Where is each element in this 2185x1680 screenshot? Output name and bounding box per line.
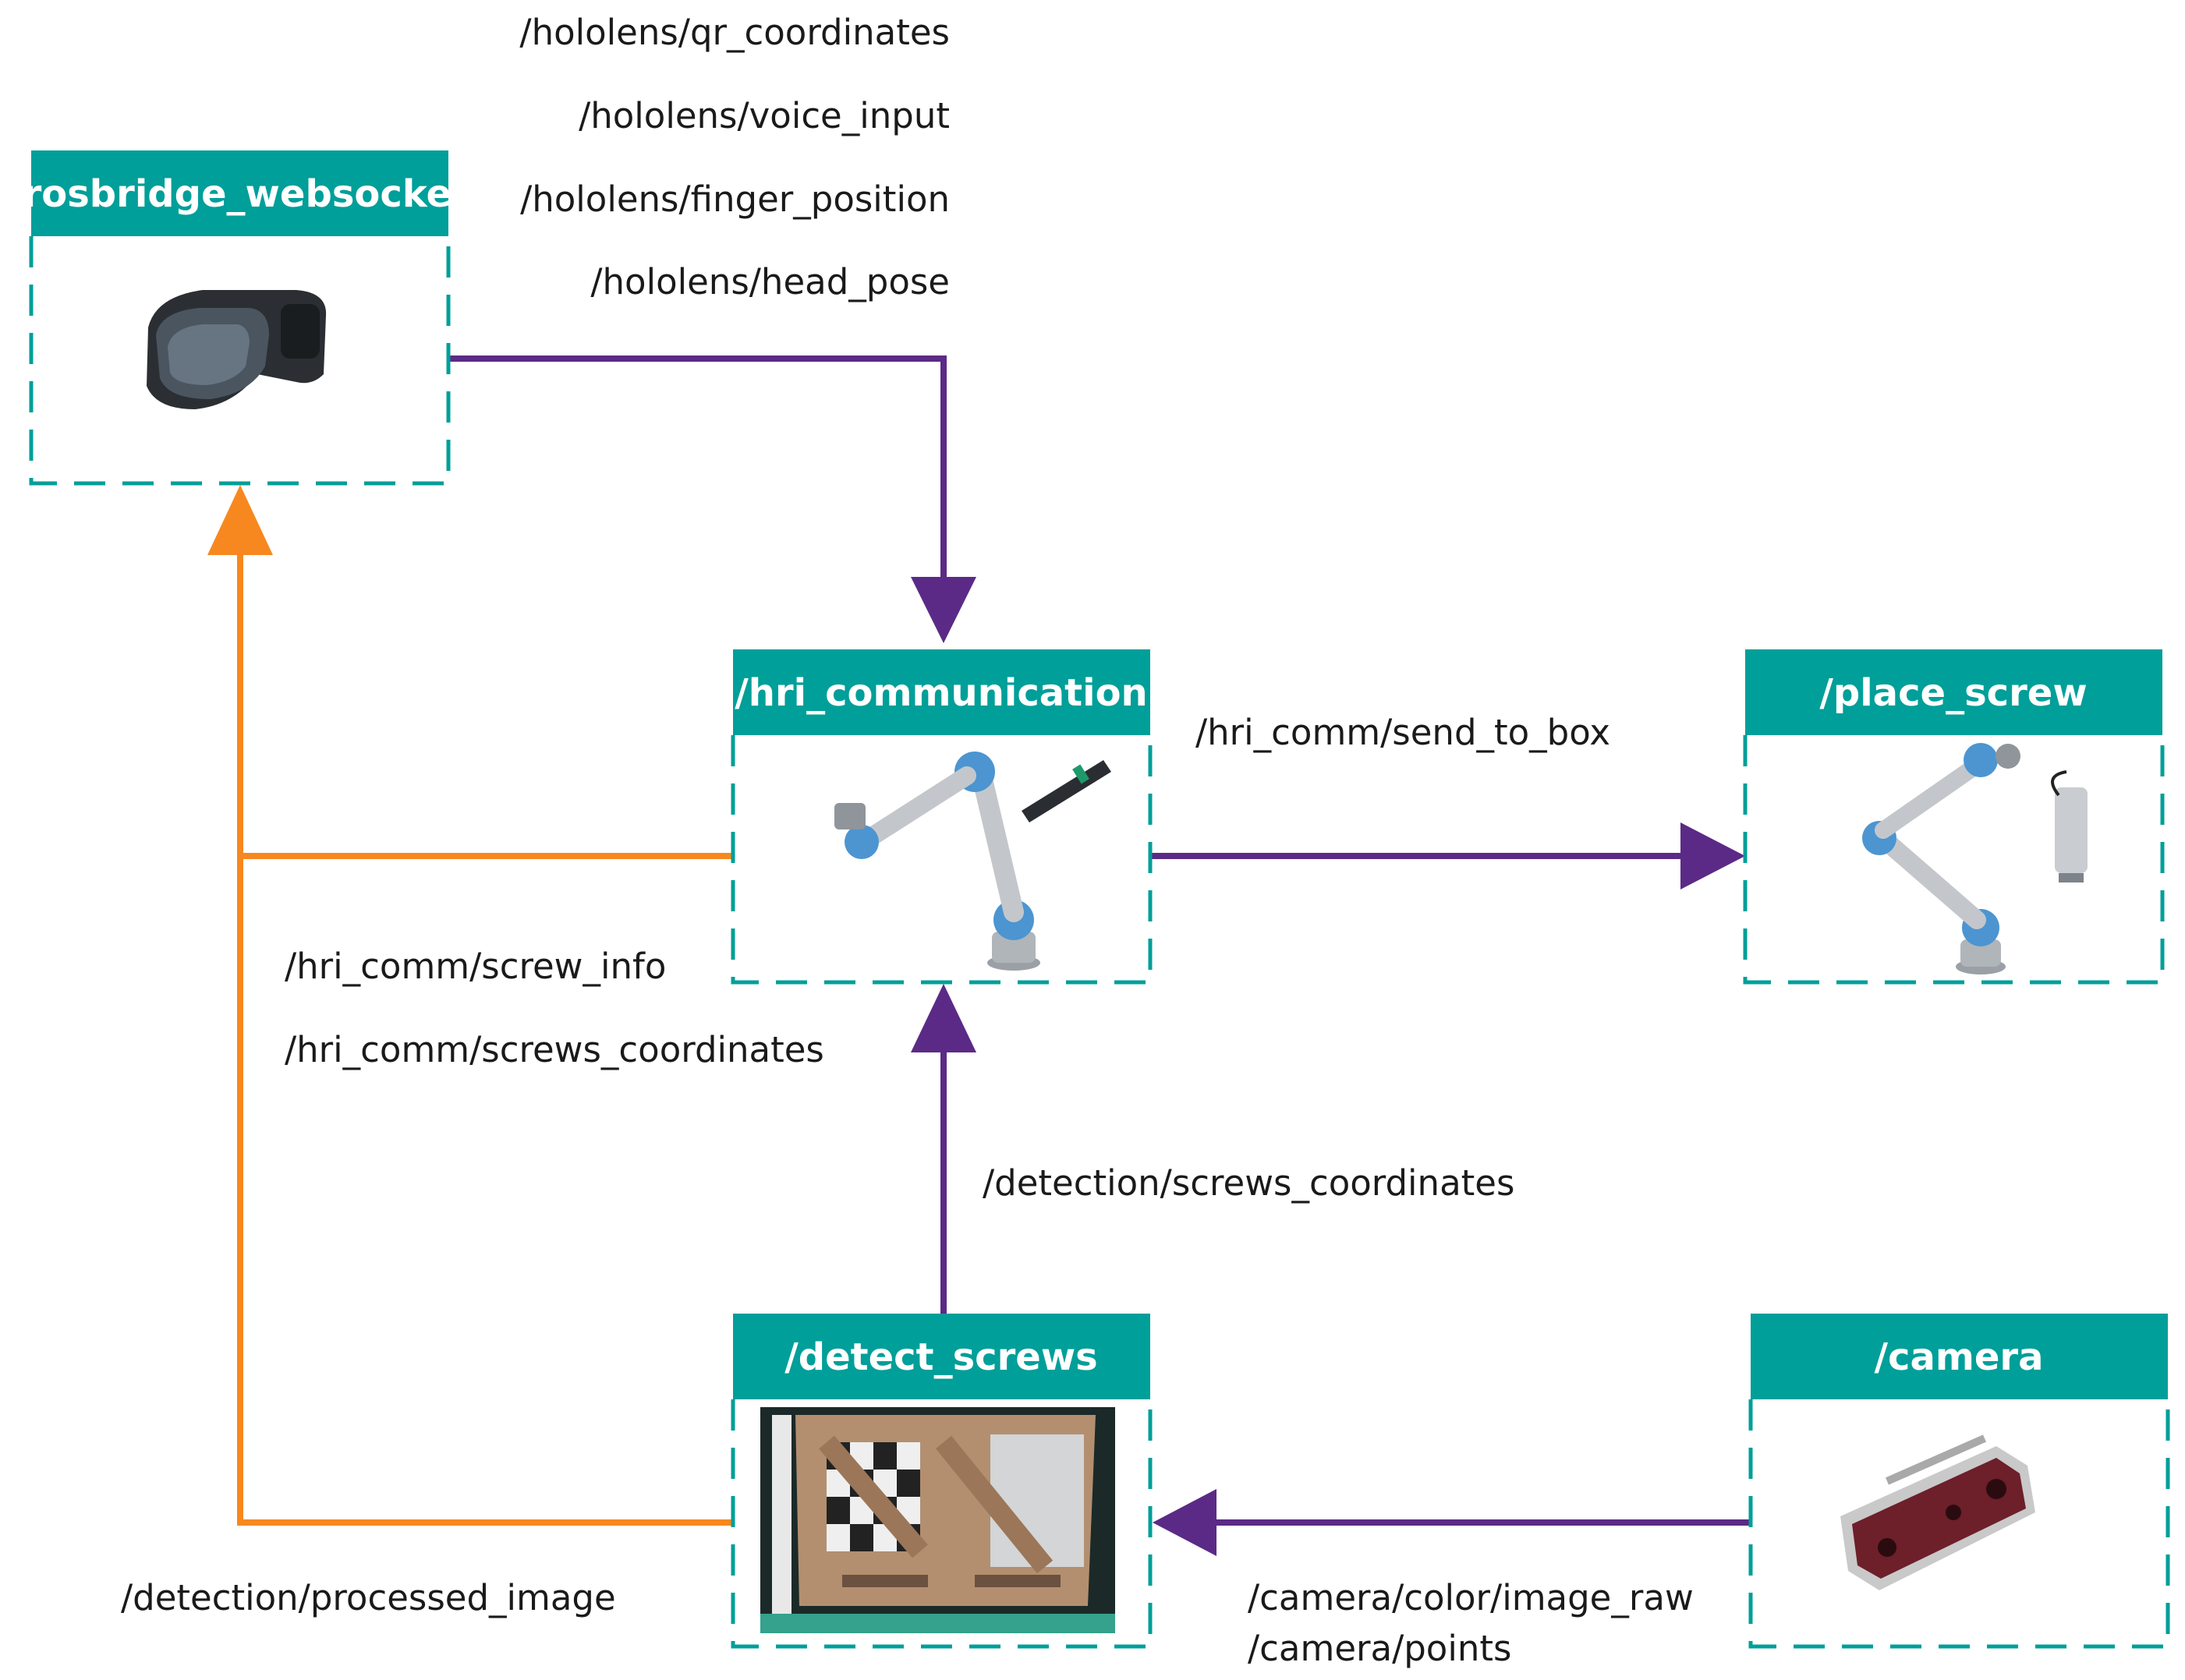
topic-label-processed-image: /detection/processed_image bbox=[121, 1577, 616, 1618]
node-title: /place_screw bbox=[1819, 671, 2087, 715]
arrowhead bbox=[1153, 1489, 1216, 1556]
topic-label: /hri_comm/screw_info bbox=[285, 946, 666, 987]
edge-camera-to-detect bbox=[1153, 1489, 1751, 1556]
edge-detect-to-hri bbox=[911, 984, 976, 1314]
edge-detect-to-rosbridge bbox=[207, 485, 733, 1526]
hri-output-topic-list: /hri_comm/screw_info /hri_comm/screws_co… bbox=[285, 946, 824, 1070]
camera-output-topic-list: /camera/color/image_raw /camera/points bbox=[1248, 1577, 1694, 1669]
arrowhead bbox=[911, 984, 976, 1052]
topic-label-send-to-box: /hri_comm/send_to_box bbox=[1195, 712, 1610, 753]
arrowhead bbox=[1680, 822, 1745, 890]
node-title: /detect_screws bbox=[784, 1335, 1098, 1379]
topic-label: /hololens/qr_coordinates bbox=[519, 12, 950, 53]
edge-hri-to-place-screw bbox=[1150, 822, 1745, 890]
topic-label-detection-coordinates: /detection/screws_coordinates bbox=[983, 1162, 1514, 1204]
hololens-topic-list: /hololens/qr_coordinates /hololens/voice… bbox=[519, 12, 950, 302]
edge-rosbridge-to-hri bbox=[448, 355, 976, 643]
arrowhead bbox=[207, 485, 273, 555]
topic-label: /camera/color/image_raw bbox=[1248, 1577, 1694, 1618]
mixed-reality-headset-icon bbox=[147, 290, 327, 409]
arrowhead bbox=[911, 577, 976, 643]
topic-label: /hololens/head_pose bbox=[590, 261, 950, 302]
node-title: /camera bbox=[1874, 1335, 2043, 1379]
topic-label: /hololens/voice_input bbox=[579, 95, 950, 136]
node-rosbridge-websocket: /rosbridge_websocket bbox=[9, 150, 469, 486]
topic-label: /hri_comm/screws_coordinates bbox=[285, 1029, 824, 1070]
screw-detection-image-icon bbox=[760, 1407, 1115, 1633]
robot-arm-with-screwdriver-icon bbox=[834, 752, 1111, 971]
node-detect-screws: /detect_screws bbox=[731, 1314, 1153, 1649]
depth-camera-icon bbox=[1840, 1434, 2035, 1590]
topic-label: /hololens/finger_position bbox=[520, 179, 950, 220]
topic-label: /camera/points bbox=[1248, 1628, 1511, 1669]
node-hri-communication: /hri_communication bbox=[731, 649, 1153, 985]
node-place-screw: /place_screw bbox=[1743, 649, 2165, 985]
node-camera: /camera bbox=[1748, 1314, 2170, 1649]
robot-arm-with-gripper-icon bbox=[1862, 743, 2088, 974]
node-title: /hri_communication bbox=[735, 671, 1147, 715]
node-title: /rosbridge_websocket bbox=[9, 172, 469, 216]
